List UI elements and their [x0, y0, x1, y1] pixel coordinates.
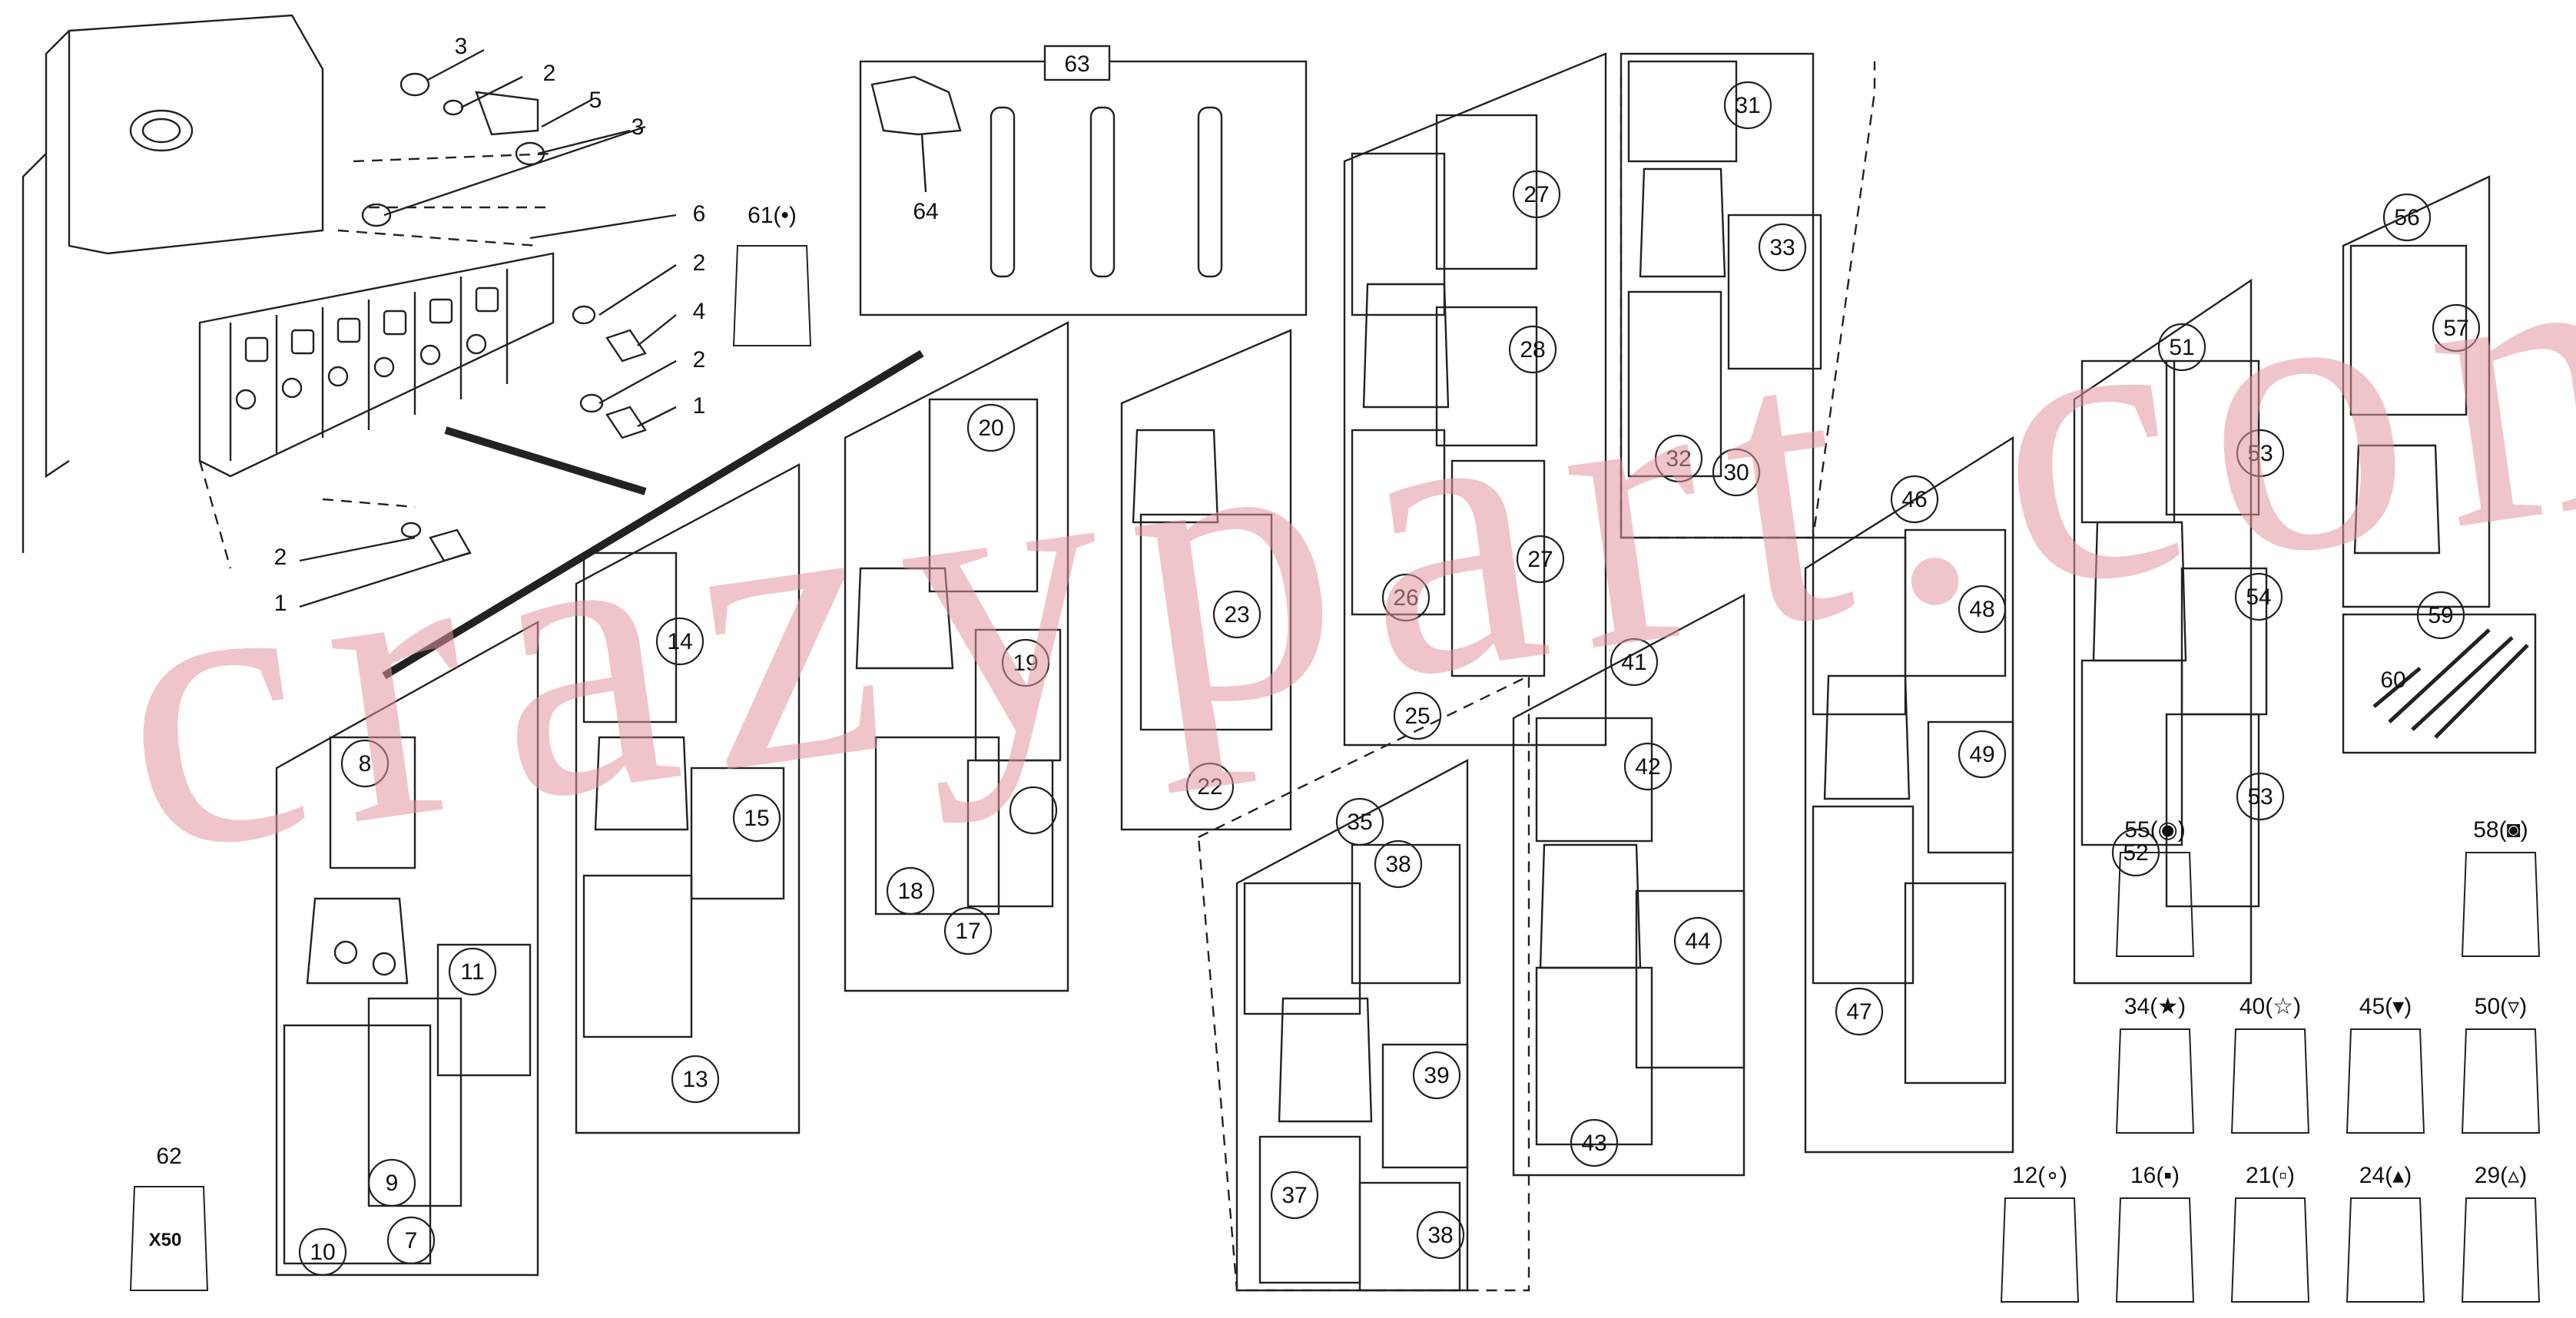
callout-14: 14	[667, 629, 692, 654]
label-1-right: 1	[693, 393, 706, 419]
panel-section-7	[275, 620, 539, 1277]
callout-43: 43	[1581, 1131, 1606, 1156]
callout-17: 17	[955, 919, 980, 944]
callout-circles	[298, 81, 2481, 1277]
callout-26: 26	[1393, 585, 1418, 611]
callout-46: 46	[1901, 487, 1927, 512]
panel-section-41	[1512, 594, 1746, 1177]
callout-54: 54	[2246, 584, 2271, 610]
callout-42: 42	[1635, 754, 1660, 780]
callout-56: 56	[2394, 205, 2419, 230]
callout-38-top: 38	[1385, 852, 1411, 877]
kit-24-label: 24(▴)	[2359, 1163, 2412, 1188]
label-60: 60	[2380, 667, 2405, 693]
callout-19: 19	[1013, 651, 1038, 676]
callout-59: 59	[2428, 603, 2453, 628]
callout-9: 9	[386, 1171, 399, 1196]
label-4: 4	[693, 299, 706, 324]
kit-61-label: 61(•)	[748, 203, 797, 228]
kit-55-label: 55(◉)	[2124, 817, 2186, 843]
kit-21-label: 21(▫)	[2246, 1163, 2295, 1188]
kit-34-label: 34(★)	[2124, 994, 2186, 1019]
callout-47: 47	[1846, 999, 1871, 1025]
callout-41: 41	[1621, 650, 1646, 675]
panel-section-56	[2342, 175, 2491, 608]
kit-12-label: 12(∘)	[2012, 1163, 2067, 1188]
callout-32: 32	[1666, 446, 1691, 472]
kit-50-label: 50(▿)	[2475, 994, 2527, 1019]
callout-53-top: 53	[2247, 441, 2273, 466]
callout-37: 37	[1281, 1183, 1307, 1208]
callout-27-bottom: 27	[1527, 547, 1553, 572]
callout-33: 33	[1769, 235, 1795, 260]
kit-63-header-box	[1043, 45, 1111, 81]
callout-15: 15	[744, 806, 769, 831]
callout-49: 49	[1969, 742, 1994, 767]
callout-35: 35	[1347, 810, 1372, 835]
manual-64-label: 64	[913, 199, 938, 224]
callout-13: 13	[682, 1067, 708, 1092]
callout-25: 25	[1404, 704, 1430, 729]
kit-16-label: 16(▪)	[2130, 1163, 2180, 1188]
callout-18: 18	[897, 879, 923, 904]
kit-62-label: 62	[156, 1144, 181, 1169]
panel-section-51	[2073, 278, 2268, 985]
kit-40-label: 40(☆)	[2239, 994, 2301, 1019]
label-5: 5	[589, 88, 602, 113]
panel-section-46	[1804, 435, 2014, 1154]
panel-section-59	[2342, 613, 2537, 754]
callout-10: 10	[310, 1240, 335, 1265]
kit-45-label: 45(▾)	[2359, 994, 2412, 1019]
panel-section-22	[1120, 329, 1292, 831]
label-2-lower: 2	[693, 347, 706, 373]
label-6: 6	[693, 201, 706, 227]
panel-section-17	[844, 321, 1069, 992]
callout-30: 30	[1723, 460, 1749, 485]
panel-section-13	[575, 462, 801, 1134]
callout-11: 11	[460, 959, 484, 985]
main-valve-assembly	[22, 14, 924, 680]
callout-51: 51	[2169, 335, 2194, 360]
kit-bags	[129, 245, 2541, 1303]
callout-31: 31	[1735, 93, 1760, 118]
callout-8: 8	[359, 751, 372, 777]
label-2-mid: 2	[693, 250, 706, 276]
callout-7: 7	[405, 1228, 418, 1253]
callout-39: 39	[1424, 1063, 1449, 1088]
callout-22: 22	[1197, 774, 1222, 800]
callout-38-bottom: 38	[1427, 1223, 1453, 1248]
callout-28: 28	[1520, 337, 1545, 363]
label-2-top: 2	[543, 61, 556, 86]
callout-53-bottom: 53	[2247, 784, 2273, 810]
panel-section-63	[859, 60, 1308, 316]
callout-57: 57	[2443, 316, 2468, 341]
label-2-left: 2	[274, 545, 287, 570]
callout-44: 44	[1685, 929, 1710, 954]
callout-23: 23	[1224, 602, 1249, 628]
kit-29-label: 29(▵)	[2475, 1163, 2527, 1188]
bag-x50-marking: X50	[149, 1230, 182, 1250]
callout-48: 48	[1969, 597, 1994, 622]
kit-63-label: 63	[1064, 51, 1089, 77]
label-1-left: 1	[274, 591, 287, 616]
panel-section-35	[1197, 674, 1530, 1292]
panel-section-25	[1343, 52, 1607, 747]
label-3-second: 3	[632, 114, 645, 140]
kit-58-label: 58(◙)	[2473, 817, 2528, 843]
callout-27-top: 27	[1523, 182, 1549, 207]
callout-20: 20	[978, 416, 1003, 441]
label-3-top: 3	[455, 34, 468, 59]
callout-52: 52	[2123, 840, 2148, 866]
